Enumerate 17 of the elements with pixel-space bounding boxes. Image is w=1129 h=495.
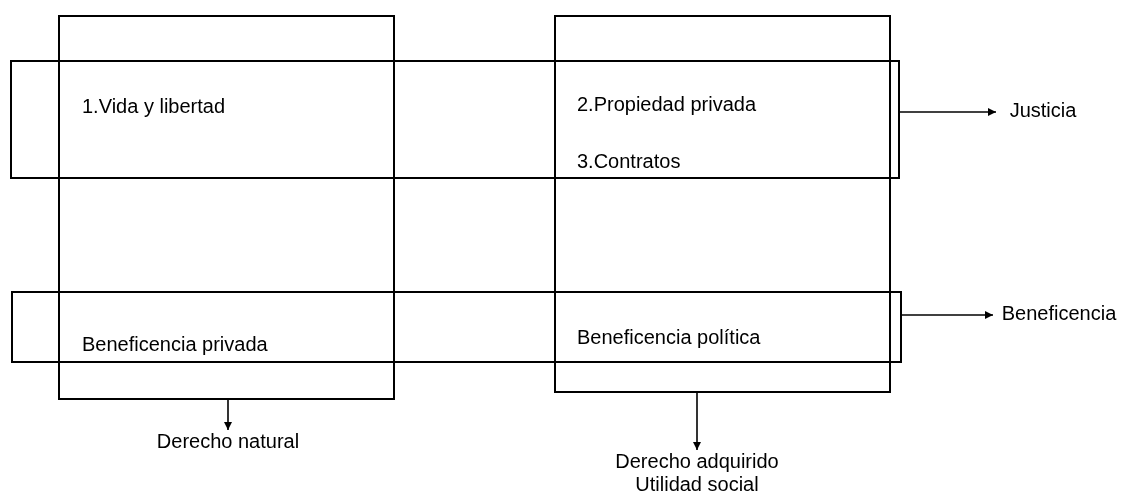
arrow bbox=[224, 399, 232, 431]
arrow bbox=[899, 108, 997, 116]
arrow bbox=[693, 392, 701, 451]
cell-text: 1.Vida y libertad bbox=[82, 94, 226, 118]
outcome-label: Derecho adquirido Utilidad social bbox=[602, 450, 792, 495]
column-box bbox=[554, 15, 891, 393]
arrow bbox=[901, 311, 994, 319]
outcome-label: Justicia bbox=[998, 99, 1088, 125]
cell-text: 2.Propiedad privada bbox=[577, 92, 756, 116]
cell-text: Beneficencia privada bbox=[82, 332, 268, 356]
cell-text: Beneficencia política bbox=[577, 325, 761, 349]
cell-text: 3.Contratos bbox=[577, 149, 681, 173]
band-box bbox=[11, 291, 902, 363]
band-box bbox=[10, 60, 900, 179]
column-box bbox=[58, 15, 395, 400]
outcome-label: Derecho natural bbox=[120, 430, 336, 456]
outcome-label: Beneficencia bbox=[995, 302, 1123, 328]
